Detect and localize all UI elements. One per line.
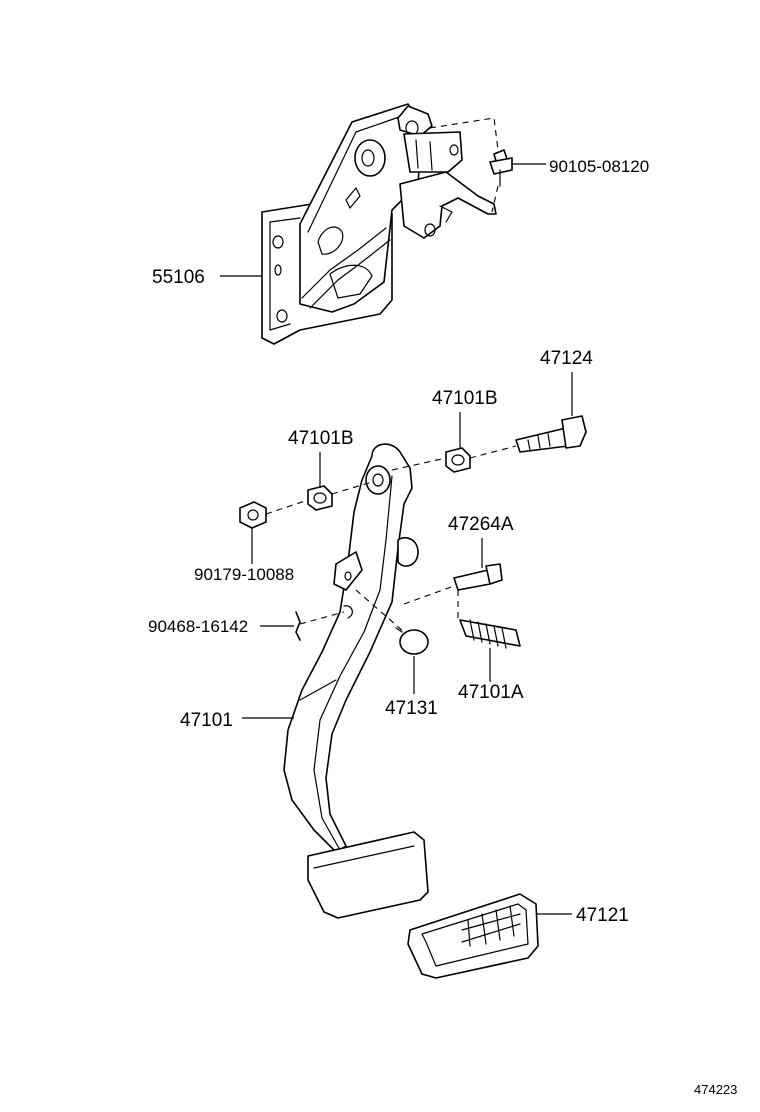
pivot-bolt[interactable] bbox=[515, 415, 587, 453]
pin-bolt[interactable] bbox=[453, 563, 503, 591]
pedal-pad[interactable] bbox=[407, 893, 539, 979]
pedal-arm[interactable] bbox=[283, 443, 419, 853]
label-bolt-top: 90105-08120 bbox=[549, 157, 649, 176]
label-pedal-pad: 47121 bbox=[576, 905, 629, 926]
label-clip: 90468-16142 bbox=[148, 617, 248, 636]
pedal-pad-base bbox=[307, 831, 429, 919]
clip[interactable] bbox=[295, 611, 301, 641]
label-bracket: 55106 bbox=[152, 267, 205, 288]
bushing-right[interactable] bbox=[445, 447, 471, 473]
label-bushing-right: 47101B bbox=[432, 388, 498, 409]
label-pin-bolt: 47264A bbox=[448, 514, 514, 535]
bolt-top[interactable] bbox=[489, 149, 513, 187]
pedal-bracket[interactable] bbox=[261, 103, 497, 345]
label-bushing-left: 47101B bbox=[288, 428, 354, 449]
stopper[interactable] bbox=[395, 627, 429, 655]
label-spring: 47101A bbox=[458, 682, 524, 703]
nut[interactable] bbox=[239, 501, 267, 529]
label-pedal-arm: 47101 bbox=[180, 710, 233, 731]
label-pivot-bolt: 47124 bbox=[540, 348, 593, 369]
label-stopper: 47131 bbox=[385, 698, 438, 719]
bushing-left[interactable] bbox=[307, 485, 333, 511]
label-nut: 90179-10088 bbox=[194, 565, 294, 584]
spring[interactable] bbox=[459, 619, 521, 649]
diagram-number: 474223 bbox=[694, 1082, 737, 1097]
